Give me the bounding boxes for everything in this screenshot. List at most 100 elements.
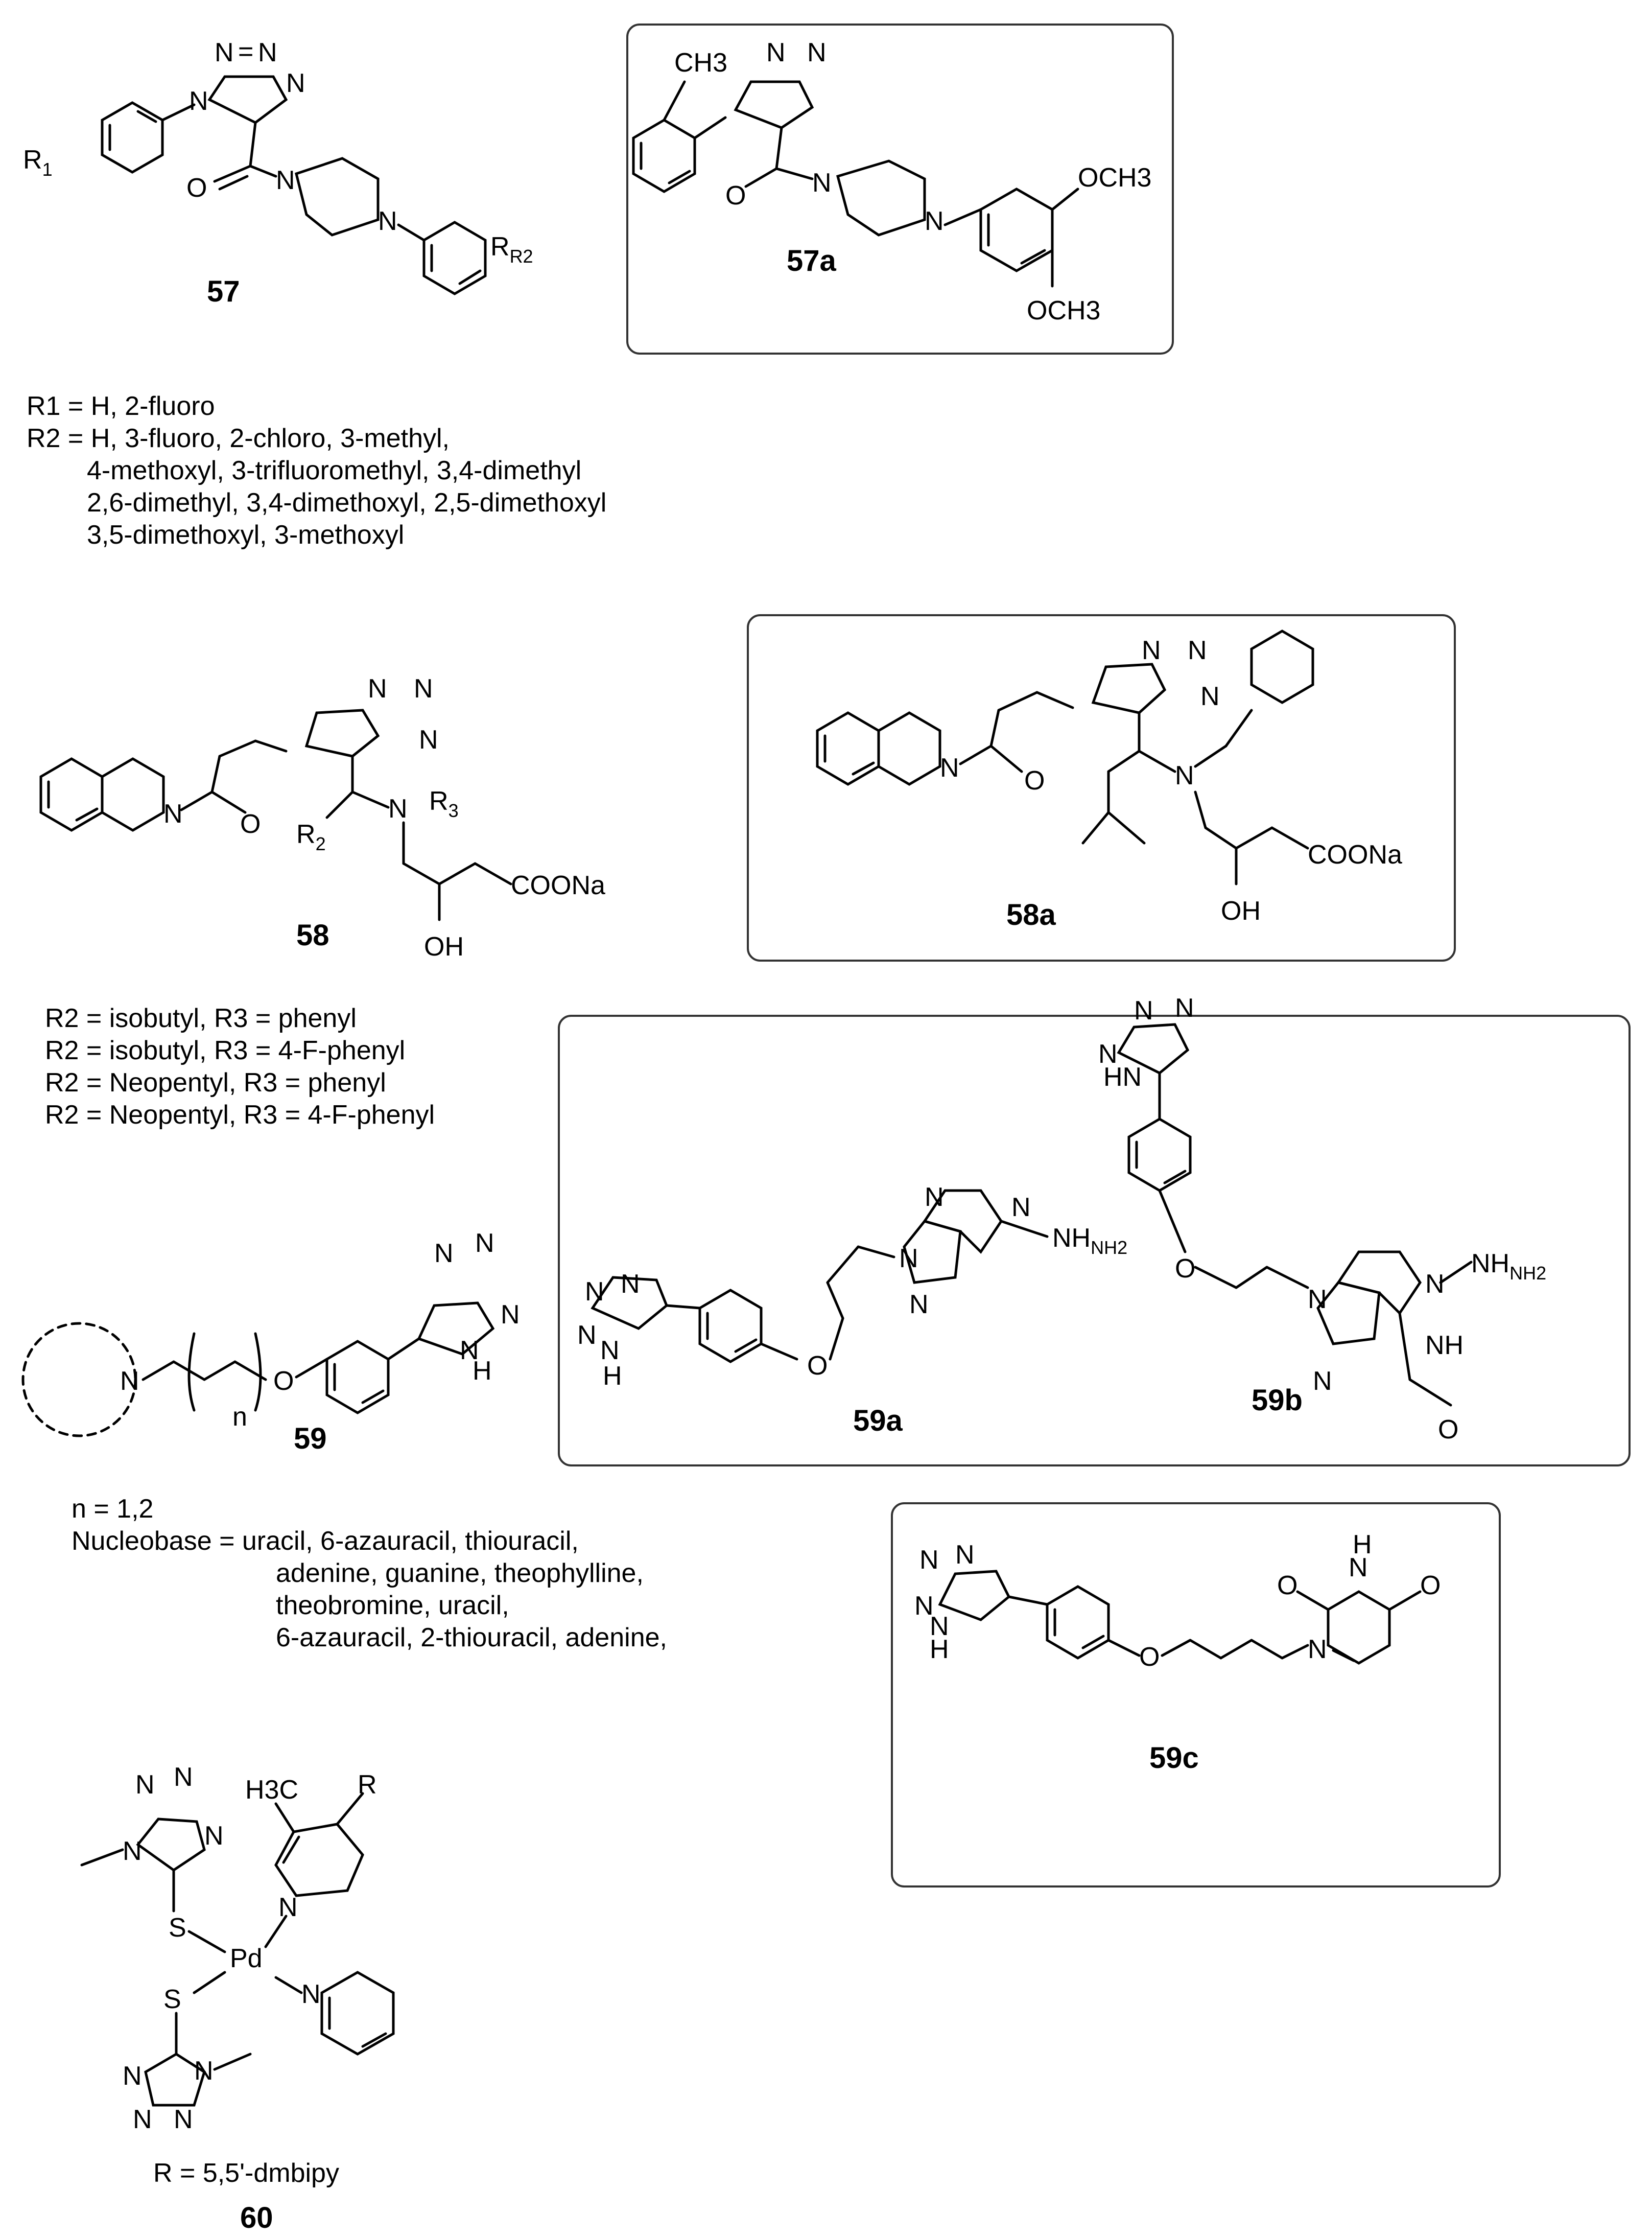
- svg-text:N: N: [1200, 682, 1220, 711]
- svg-text:H: H: [603, 1361, 622, 1391]
- svg-text:COONa: COONa: [1308, 840, 1402, 870]
- svg-text:H: H: [1353, 1530, 1372, 1559]
- svg-text:O: O: [725, 181, 746, 211]
- compound-58a-box: [747, 614, 1456, 962]
- svg-text:O: O: [807, 1351, 828, 1381]
- note-57-line5: 3,5-dimethoxyl, 3-methoxyl: [87, 520, 404, 550]
- note-57-line2: R2 = H, 3-fluoro, 2-chloro, 3-methyl,: [27, 424, 450, 453]
- note-59-line4: theobromine, uracil,: [276, 1591, 509, 1620]
- svg-text:N: N: [1098, 1039, 1118, 1069]
- svg-text:N: N: [766, 38, 786, 67]
- compound-59c-box: [891, 1502, 1501, 1888]
- svg-text:R1: R1: [23, 145, 53, 180]
- note-57-line1: R1 = H, 2-fluoro: [27, 391, 215, 421]
- svg-text:N: N: [194, 2056, 214, 2086]
- svg-text:N: N: [174, 2105, 193, 2134]
- svg-text:R2: R2: [296, 820, 326, 854]
- svg-text:N: N: [189, 86, 208, 116]
- svg-text:N: N: [1011, 1193, 1031, 1222]
- svg-text:N: N: [163, 799, 183, 829]
- svg-text:N: N: [133, 2105, 152, 2134]
- note-59-line1: n = 1,2: [72, 1494, 153, 1524]
- svg-text:N: N: [414, 674, 433, 704]
- note-58-line2: R2 = isobutyl, R3 = 4-F-phenyl: [45, 1036, 405, 1065]
- svg-text:N: N: [577, 1320, 597, 1350]
- svg-text:HN: HN: [1103, 1062, 1142, 1092]
- svg-text:N: N: [621, 1269, 640, 1299]
- svg-text:N: N: [1175, 761, 1194, 790]
- svg-text:N: N: [919, 1545, 939, 1575]
- svg-text:N: N: [1349, 1553, 1368, 1582]
- note-58-line3: R2 = Neopentyl, R3 = phenyl: [45, 1068, 386, 1098]
- svg-text:N: N: [135, 1770, 155, 1800]
- compound-59b-label: 59b: [1252, 1384, 1303, 1417]
- svg-text:R: R: [358, 1770, 377, 1800]
- svg-text:n: n: [232, 1402, 247, 1432]
- svg-text:N: N: [600, 1336, 620, 1365]
- svg-text:RR2: RR2: [490, 232, 533, 267]
- svg-text:OH: OH: [424, 932, 464, 962]
- svg-text:N: N: [278, 1893, 298, 1922]
- svg-text:N: N: [812, 168, 832, 198]
- svg-text:N: N: [899, 1244, 918, 1273]
- svg-text:O: O: [273, 1366, 294, 1396]
- svg-text:COONa: COONa: [511, 871, 605, 900]
- svg-text:N: N: [940, 753, 959, 783]
- svg-text:N: N: [174, 1762, 193, 1792]
- note-58-line4: R2 = Neopentyl, R3 = 4-F-phenyl: [45, 1100, 435, 1130]
- svg-text:NHNH2: NHNH2: [1052, 1223, 1127, 1258]
- svg-text:OH: OH: [1221, 896, 1261, 926]
- svg-text:N: N: [1308, 1285, 1327, 1314]
- note-58-line1: R2 = isobutyl, R3 = phenyl: [45, 1004, 357, 1033]
- svg-text:N: N: [501, 1300, 520, 1330]
- svg-text:R3: R3: [429, 786, 459, 821]
- note-57-line4: 2,6-dimethyl, 3,4-dimethoxyl, 2,5-dimeth…: [87, 488, 606, 518]
- svg-text:S: S: [163, 1985, 181, 2014]
- svg-text:O: O: [1139, 1642, 1160, 1672]
- svg-text:N: N: [1142, 636, 1161, 665]
- svg-text:N: N: [925, 206, 944, 236]
- r2-subscript: R2: [510, 246, 533, 267]
- svg-text:N: N: [914, 1591, 934, 1621]
- svg-text:H: H: [473, 1356, 492, 1386]
- svg-text:N: N: [258, 38, 277, 67]
- svg-text:N: N: [909, 1290, 929, 1319]
- svg-text:CH3: CH3: [674, 48, 727, 78]
- svg-text:N: N: [1425, 1269, 1445, 1299]
- svg-text:N: N: [1134, 996, 1153, 1026]
- svg-text:N: N: [1188, 636, 1207, 665]
- svg-text:O: O: [1175, 1254, 1195, 1284]
- compound-57-label: 57: [207, 275, 240, 308]
- compound-59ab-box: [558, 1015, 1631, 1466]
- svg-text:O: O: [1438, 1415, 1458, 1444]
- svg-text:NHNH2: NHNH2: [1471, 1249, 1546, 1284]
- compound-59c-label: 59c: [1149, 1741, 1199, 1775]
- svg-text:O: O: [240, 809, 261, 839]
- svg-text:H3C: H3C: [245, 1775, 298, 1805]
- note-59-line2: Nucleobase = uracil, 6-azauracil, thiour…: [72, 1526, 579, 1556]
- svg-text:N: N: [123, 1836, 142, 1866]
- note-59-line3: adenine, guanine, theophylline,: [276, 1558, 644, 1588]
- svg-text:N: N: [955, 1540, 975, 1570]
- svg-text:N: N: [215, 38, 234, 67]
- svg-text:O: O: [1420, 1571, 1441, 1600]
- svg-text:O: O: [1024, 766, 1045, 796]
- svg-text:N: N: [301, 1979, 321, 2009]
- svg-text:NH: NH: [1425, 1331, 1464, 1360]
- svg-text:N: N: [123, 2061, 142, 2091]
- svg-text:N: N: [475, 1228, 494, 1258]
- svg-text:N: N: [1175, 993, 1194, 1023]
- svg-text:N: N: [585, 1277, 604, 1307]
- svg-text:N: N: [1308, 1635, 1327, 1664]
- compound-60-label: 60: [240, 2201, 273, 2234]
- compound-57a-box: [626, 24, 1174, 355]
- svg-text:N: N: [120, 1366, 139, 1396]
- svg-text:N: N: [204, 1821, 224, 1851]
